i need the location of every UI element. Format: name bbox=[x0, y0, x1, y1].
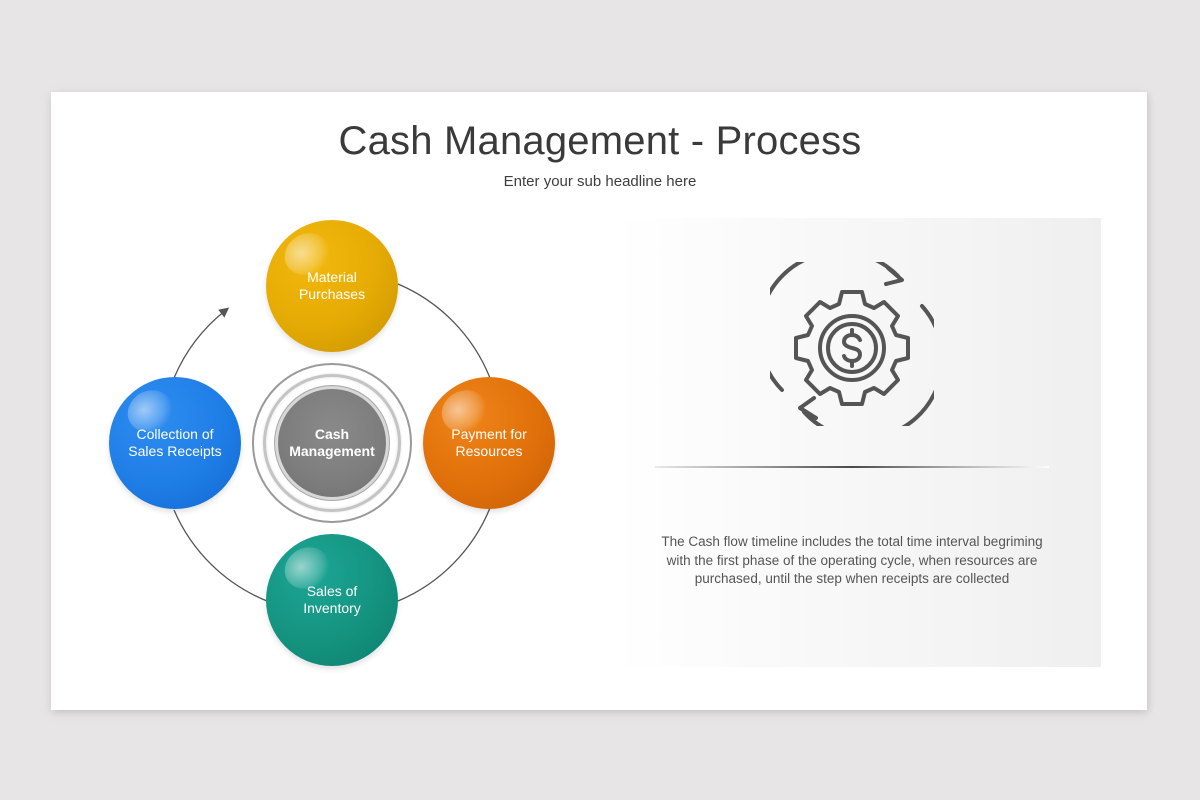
hub-label-line1: Cash bbox=[314, 426, 350, 442]
hub-label-line2: Management bbox=[289, 443, 375, 459]
slide-subtitle: Enter your sub headline here bbox=[503, 173, 697, 190]
arc-left-top-arrow bbox=[173, 307, 230, 379]
node-material-purchases: Material Purchases bbox=[266, 220, 398, 352]
arc-top-right bbox=[397, 283, 491, 379]
node-label: Collection of Sales Receipts bbox=[128, 426, 222, 459]
gear-dollar-cycle-icon bbox=[756, 249, 945, 441]
slide-title: Cash Management - Process bbox=[338, 119, 862, 163]
node-payment-for-resources: Payment for Resources bbox=[423, 377, 555, 509]
node-sales-of-inventory: Sales of Inventory bbox=[266, 534, 398, 666]
node-label: Material Purchases bbox=[298, 269, 366, 302]
node-label: Payment for Resources bbox=[451, 426, 527, 459]
hub-core: Cash Management bbox=[278, 389, 386, 497]
node-collection-of-sales-receipts: Collection of Sales Receipts bbox=[109, 377, 241, 509]
arc-bottom-left bbox=[173, 509, 268, 602]
hub-outer-ring bbox=[252, 363, 412, 523]
node-label: Sales of Inventory bbox=[303, 583, 361, 616]
hub-middle-ring bbox=[263, 374, 401, 512]
center-hub-cash-management: Cash Management bbox=[252, 363, 412, 523]
panel-divider bbox=[655, 466, 1049, 468]
arc-right-bottom bbox=[397, 507, 491, 602]
panel-description: The Cash flow timeline includes the tota… bbox=[661, 534, 1043, 586]
